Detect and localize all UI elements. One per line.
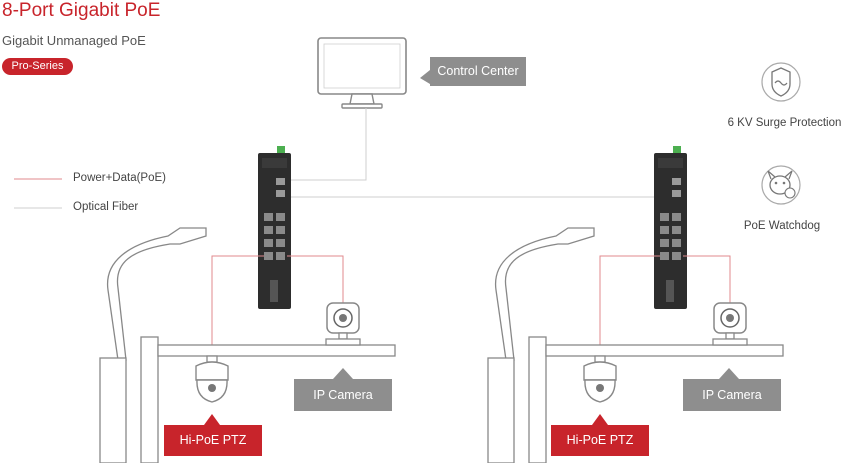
ip-camera-right-label: IP Camera (683, 379, 781, 411)
ptz-dome-icon (195, 355, 229, 403)
legend-fiber-label: Optical Fiber (73, 201, 139, 213)
poe-link-camera-left (287, 255, 344, 303)
surge-protection-label: 6 KV Surge Protection (727, 117, 842, 129)
switch-icon (654, 146, 687, 309)
page-subtitle: Gigabit Unmanaged PoE (2, 33, 146, 48)
watchdog-icon (761, 165, 801, 205)
street-lamp-icon (99, 227, 396, 463)
surge-shield-icon (761, 62, 801, 102)
series-badge: Pro-Series (2, 58, 73, 75)
ip-camera-left-label: IP Camera (294, 379, 392, 411)
switch-icon (258, 146, 291, 309)
monitor-icon (317, 37, 407, 109)
poe-link-camera-right (683, 255, 731, 303)
bullet-camera-icon (325, 302, 361, 346)
fiber-link-control (290, 108, 367, 181)
ptz-dome-icon (583, 355, 617, 403)
ptz-left-label: Hi-PoE PTZ (164, 425, 262, 456)
poe-watchdog-label: PoE Watchdog (743, 220, 821, 232)
poe-link-ptz-right (599, 255, 660, 357)
legend-poe-label: Power+Data(PoE) (73, 172, 166, 184)
poe-link-ptz-left (211, 255, 264, 357)
page-title: 8-Port Gigabit PoE (2, 0, 161, 21)
street-lamp-icon (487, 227, 784, 463)
ptz-right-label: Hi-PoE PTZ (551, 425, 649, 456)
control-center-label: Control Center (430, 57, 526, 86)
bullet-camera-icon (712, 302, 748, 346)
